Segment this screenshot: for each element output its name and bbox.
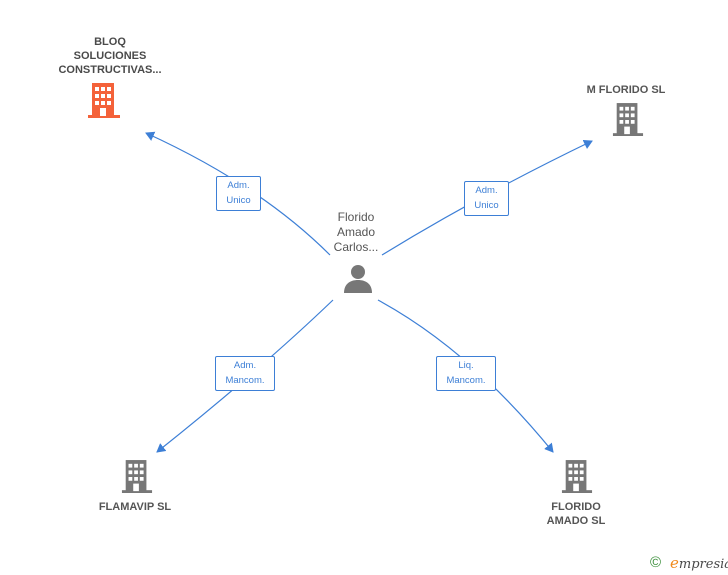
company-name-mflorido[interactable]: M FLORIDO SL <box>586 84 666 96</box>
relation-label-flamavip[interactable]: Adm. Mancom. <box>215 356 275 391</box>
company-name-floridoamado[interactable]: FLORIDO AMADO SL <box>546 501 606 527</box>
company-name-bloq[interactable]: BLOQ SOLUCIONES CONSTRUCTIVAS... <box>58 36 162 76</box>
relation-label-bloq[interactable]: Adm. Unico <box>216 176 261 211</box>
person-icon[interactable] <box>343 264 373 294</box>
building-icon[interactable] <box>561 460 593 494</box>
brand-logo: empresia <box>670 554 728 572</box>
building-icon[interactable] <box>612 103 644 137</box>
relation-label-floridoamado[interactable]: Liq. Mancom. <box>436 356 496 391</box>
building-icon[interactable] <box>87 83 121 119</box>
building-icon[interactable] <box>121 460 153 494</box>
relation-label-mflorido[interactable]: Adm. Unico <box>464 181 509 216</box>
person-name[interactable]: Florido Amado Carlos... <box>333 210 379 254</box>
company-name-flamavip[interactable]: FLAMAVIP SL <box>98 501 172 513</box>
copyright-symbol: © <box>650 554 662 571</box>
